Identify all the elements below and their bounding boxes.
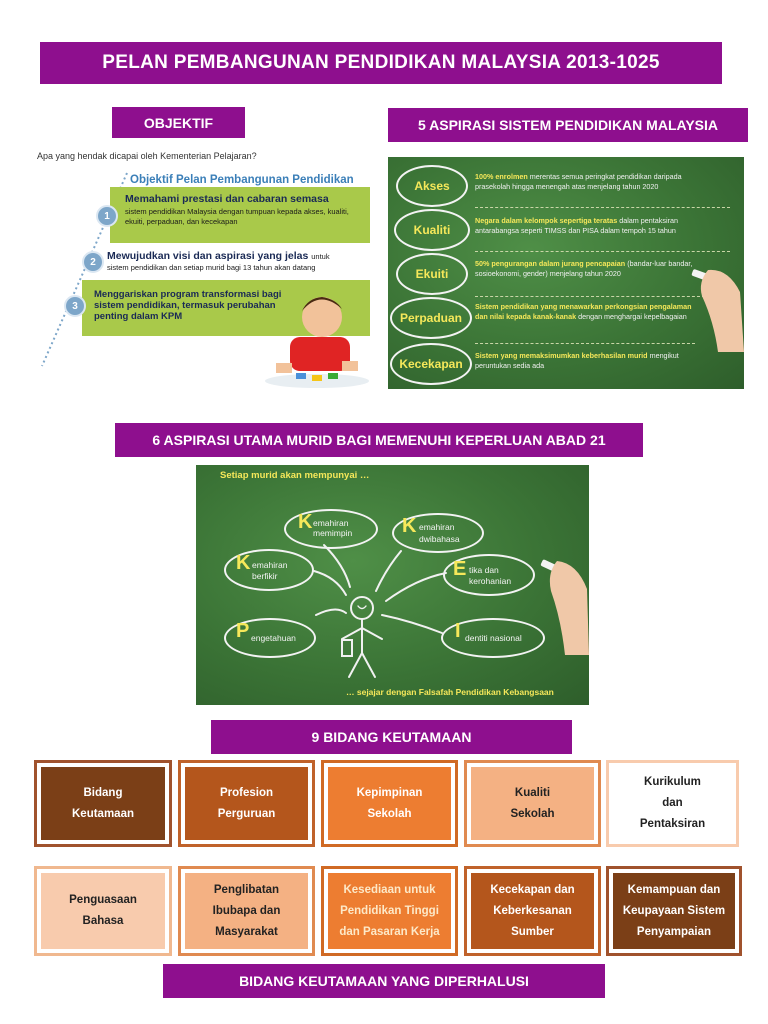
oval-text-1: emahiran xyxy=(252,560,288,570)
objektif-item-2-inline: untuk xyxy=(311,252,330,261)
aspirasi-kecekapan-text: Sistem yang memaksimumkan keberhasilan m… xyxy=(475,351,695,370)
aspirasi-kualiti-text: Negara dalam kelompok sepertiga teratas … xyxy=(475,216,700,235)
aspirasi-perpaduan-text: Sistem pendidikan yang menawarkan perkon… xyxy=(475,302,705,321)
oval-text-1: emahiran xyxy=(313,518,349,528)
number-2-icon: 2 xyxy=(82,251,104,273)
bidang-box-row2-1: Penguasaan Bahasa xyxy=(34,866,172,956)
oval-text-1: tika dan xyxy=(469,565,499,575)
oval-text-2: berfikir xyxy=(252,571,278,581)
objektif-item-1-text: sistem pendidikan Malaysia dengan tumpua… xyxy=(125,207,349,226)
aspirasi-perpaduan-desc: dengan menghargai kepelbagaian xyxy=(578,311,687,321)
aspirasi-ekuiti-bold: 50% pengurangan dalam jurang pencapaian xyxy=(475,259,626,268)
aspirasi-sistem-heading: 5 ASPIRASI SISTEM PENDIDIKAN MALAYSIA xyxy=(388,108,748,142)
oval-akses: Akses xyxy=(396,165,468,207)
objektif-question: Apa yang hendak dicapai oleh Kementerian… xyxy=(37,151,257,161)
page-title: PELAN PEMBANGUNAN PENDIDIKAN MALAYSIA 20… xyxy=(40,42,722,84)
oval-kemahiran-memimpin: K emahiran memimpin xyxy=(284,509,378,549)
bidang-label: Penglibatan Ibubapa dan Masyarakat xyxy=(185,873,308,949)
aspirasi-murid-intro: Setiap murid akan mempunyai … xyxy=(220,470,370,481)
letter-i: I xyxy=(455,620,461,642)
bidang-heading: 9 BIDANG KEUTAMAAN xyxy=(211,720,572,754)
bidang-box-row2-4: Kecekapan dan Keberkesanan Sumber xyxy=(464,866,601,956)
bidang-box-row1-4: Kualiti Sekolah xyxy=(464,760,601,847)
objektif-item-2-title: Mewujudkan visi dan aspirasi yang jelas xyxy=(107,250,309,262)
oval-kualiti: Kualiti xyxy=(394,209,470,251)
aspirasi-murid-heading: 6 ASPIRASI UTAMA MURID BAGI MEMENUHI KEP… xyxy=(115,423,643,457)
oval-text-2: memimpin xyxy=(313,528,353,538)
aspirasi-sistem-chalkboard: Akses Kualiti Ekuiti Perpaduan Kecekapan… xyxy=(388,157,744,389)
number-3-icon: 3 xyxy=(64,295,86,317)
aspirasi-akses-bold: 100% enrolmen xyxy=(475,172,528,181)
oval-kemahiran-dwibahasa: K emahiran dwibahasa xyxy=(392,513,484,553)
bidang-label: Kecekapan dan Keberkesanan Sumber xyxy=(471,873,594,949)
hand-with-chalk-icon xyxy=(691,269,744,352)
oval-text-1: emahiran xyxy=(419,522,455,532)
objektif-subtitle: Objektif Pelan Pembangunan Pendidikan xyxy=(130,174,354,186)
objektif-heading: OBJEKTIF xyxy=(112,107,245,138)
aspirasi-murid-chalkboard: Setiap murid akan mempunyai … K emahiran… xyxy=(196,465,589,705)
divider xyxy=(475,251,730,252)
objektif-item-3-title: Menggariskan program transformasi bagi s… xyxy=(94,289,282,322)
bidang-label: Kemampuan dan Keupayaan Sistem Penyampai… xyxy=(613,873,735,949)
aspirasi-perpaduan-bold: Sistem pendidikan yang menawarkan perkon… xyxy=(475,302,692,321)
oval-pengetahuan: P engetahuan xyxy=(224,618,316,658)
divider xyxy=(475,343,695,344)
bidang-box-row1-2: Profesion Perguruan xyxy=(178,760,315,847)
hand-with-chalk-icon xyxy=(540,559,589,655)
bidang-box-row1-1: Bidang Keutamaan xyxy=(34,760,172,847)
child-playing-illustration xyxy=(265,297,369,388)
aspirasi-kualiti-desc: dalam pentaksiran antarabangsa seperti T… xyxy=(475,216,678,235)
objektif-item-1-bar xyxy=(110,187,370,243)
bidang-box-row2-5: Kemampuan dan Keupayaan Sistem Penyampai… xyxy=(606,866,742,956)
aspirasi-ekuiti-text: 50% pengurangan dalam jurang pencapaian … xyxy=(475,259,700,278)
bidang-box-row2-2: Penglibatan Ibubapa dan Masyarakat xyxy=(178,866,315,956)
bidang-box-row2-3: Kesediaan untuk Pendidikan Tinggi dan Pa… xyxy=(321,866,458,956)
oval-text-2: dwibahasa xyxy=(419,534,460,544)
bidang-footer: BIDANG KEUTAMAAN YANG DIPERHALUSI xyxy=(163,964,605,998)
number-1-icon: 1 xyxy=(96,205,118,227)
bidang-label: Kualiti Sekolah xyxy=(471,767,594,840)
bidang-box-row1-3: Kepimpinan Sekolah xyxy=(321,760,458,847)
bidang-label: Kepimpinan Sekolah xyxy=(328,767,451,840)
objektif-item-2-text: sistem pendidikan dan setiap murid bagi … xyxy=(107,263,316,272)
divider xyxy=(475,207,730,208)
aspirasi-akses-desc: merentas semua peringkat pendidikan dari… xyxy=(475,172,682,191)
aspirasi-kualiti-bold: Negara dalam kelompok sepertiga teratas xyxy=(475,216,618,225)
oval-etika-kerohanian: E tika dan kerohanian xyxy=(443,554,535,596)
student-stick-figure-icon xyxy=(313,544,447,678)
oval-text-1: dentiti nasional xyxy=(465,633,522,643)
oval-kemahiran-berfikir: K emahiran berfikir xyxy=(224,549,314,591)
objektif-item-1-title: Memahami prestasi dan cabaran semasa xyxy=(125,193,329,205)
oval-text-2: kerohanian xyxy=(469,576,512,586)
bidang-box-row1-5: Kurikulum dan Pentaksiran xyxy=(606,760,739,847)
oval-perpaduan: Perpaduan xyxy=(390,297,472,339)
aspirasi-murid-footer: … sejajar dengan Falsafah Pendidikan Keb… xyxy=(346,687,554,697)
bidang-label: Bidang Keutamaan xyxy=(41,767,165,840)
aspirasi-akses-text: 100% enrolmen merentas semua peringkat p… xyxy=(475,172,690,191)
oval-text-1: engetahuan xyxy=(251,633,296,643)
aspirasi-kecekapan-desc: mengikut peruntukan sedia ada xyxy=(475,351,679,370)
aspirasi-ekuiti-desc: (bandar-luar bandar, sosioekonomi, gende… xyxy=(475,259,693,278)
bidang-label: Profesion Perguruan xyxy=(185,767,308,840)
oval-identiti-nasional: I dentiti nasional xyxy=(441,618,545,658)
oval-ekuiti: Ekuiti xyxy=(396,253,468,295)
objektif-panel: Apa yang hendak dicapai oleh Kementerian… xyxy=(32,147,372,391)
bidang-label: Kesediaan untuk Pendidikan Tinggi dan Pa… xyxy=(328,873,451,949)
objektif-item-2-title-row: Mewujudkan visi dan aspirasi yang jelas … xyxy=(107,250,372,263)
bidang-label: Kurikulum dan Pentaksiran xyxy=(613,767,732,840)
oval-kecekapan: Kecekapan xyxy=(390,343,472,385)
divider xyxy=(475,296,705,297)
bidang-label: Penguasaan Bahasa xyxy=(41,873,165,949)
aspirasi-kecekapan-bold: Sistem yang memaksimumkan keberhasilan m… xyxy=(475,351,648,360)
